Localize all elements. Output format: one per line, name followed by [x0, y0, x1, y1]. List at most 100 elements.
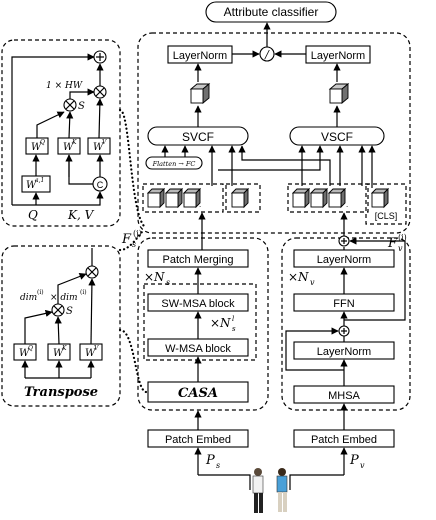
swin-inner-region: [143, 283, 257, 361]
ffn-label: FFN: [333, 298, 354, 310]
sw-msa-block: [147, 293, 249, 312]
cls-token: [371, 188, 389, 208]
patch-embed-v-block: [293, 429, 395, 448]
detail-bottom-dim-left-sup: (i): [37, 289, 44, 296]
patch-merging-block: [147, 249, 249, 268]
nsl-sup: l: [232, 315, 234, 323]
casa-label: CASA: [178, 386, 218, 401]
swin-token-group: [142, 183, 224, 213]
flatten-fc-label: Flatten → FC: [152, 160, 196, 168]
detail-top-concat-label: C: [97, 180, 104, 190]
detail-top-region: [1, 39, 121, 227]
vscf-output-cube: [329, 83, 349, 104]
ellipsis-vit: .: [346, 200, 348, 209]
detail-bottom-region: [1, 245, 121, 407]
mhsa-block: [293, 385, 395, 404]
w-msa-label: W-MSA block: [165, 343, 231, 355]
patch-embed-v-label: Patch Embed: [311, 434, 377, 446]
feature-v-sub: v: [398, 244, 403, 253]
detail-top-kv: K, V: [67, 208, 95, 222]
detail-bottom-wq-sup: Q: [28, 345, 33, 352]
swin-branch-region: [137, 237, 269, 411]
layernorm-top-label: LayerNorm: [317, 254, 371, 266]
ns-sub: s: [166, 278, 170, 287]
input-s-sub: s: [216, 461, 220, 470]
feature-s-main: F: [121, 232, 132, 247]
vit-token-group: [287, 183, 369, 213]
divide-symbol: /: [264, 48, 270, 61]
detail-bottom-scale: S: [66, 306, 73, 317]
detail-bottom-wq-label: W: [19, 348, 30, 359]
swin-extra-group: [225, 183, 261, 213]
attribute-classifier-box: [205, 1, 337, 23]
layernorm-right-label: LayerNorm: [311, 50, 365, 62]
vit-token-3: [328, 188, 346, 208]
input-v-main: P: [349, 453, 359, 468]
w-msa-block: [147, 338, 249, 357]
fusion-region: [137, 32, 411, 234]
detail-top-dim: 1 × HW: [46, 81, 83, 91]
vscf-label: VSCF: [321, 130, 353, 144]
vit-token-2: [310, 188, 328, 208]
detail-bottom-wv-label: W: [85, 348, 96, 359]
detail-top-wa1-label: W: [26, 180, 37, 191]
feature-v-sup: (i): [398, 233, 407, 242]
ellipsis-swin: .: [199, 200, 201, 209]
patch-embed-s-block: [147, 429, 249, 448]
mhsa-label: MHSA: [328, 390, 360, 402]
feature-s-sub: s: [132, 240, 136, 249]
detail-top-scale: S: [78, 101, 85, 112]
input-pedestrian-image: [252, 468, 288, 513]
detail-bottom-wk-sup: K: [61, 345, 67, 352]
detail-top-wq-label: W: [31, 142, 42, 153]
feature-v-main: F: [387, 236, 398, 251]
layernorm-left-label: LayerNorm: [173, 50, 227, 62]
patch-embed-s-label: Patch Embed: [165, 434, 231, 446]
layernorm-bottom-block: [293, 341, 395, 360]
input-s-main: P: [205, 453, 215, 468]
detail-top-wv-label: W: [93, 142, 104, 153]
cls-group: [365, 183, 407, 225]
swin-token-2: [165, 188, 183, 208]
layernorm-bottom-label: LayerNorm: [317, 346, 371, 358]
vit-token-1: [292, 188, 310, 208]
detail-bottom-dim-right: × dim: [50, 293, 78, 303]
input-split-right: [289, 474, 344, 490]
detail-top-q: Q: [28, 208, 38, 222]
detail-bottom-wv-sup: V: [94, 345, 99, 352]
svcf-label: SVCF: [182, 130, 214, 144]
ns-label: ×N: [144, 270, 165, 284]
detail-bottom-dim-left: dim: [20, 293, 37, 303]
cls-label: [CLS]: [375, 211, 398, 221]
detail-top-wk-label: W: [63, 142, 74, 153]
attribute-classifier-label: Attribute classifier: [224, 5, 319, 19]
vscf-block: [289, 126, 385, 146]
feature-s-sup: (j): [133, 229, 142, 238]
input-v-sub: v: [360, 461, 365, 470]
swin-token-1: [147, 188, 165, 208]
detail-bottom-dim-right-sup: (i): [80, 289, 87, 296]
detail-top-wk-sup: K: [71, 139, 77, 146]
nsl-label: ×N: [210, 316, 231, 330]
swin-token-extra: [231, 188, 249, 208]
svcf-block: [147, 126, 249, 146]
detail-top: S 1 × HW W Q W K W V W a,1 C Q K, V: [11, 50, 111, 222]
detail-bottom: S dim (i) × dim (i) W Q W K W V Transpos…: [13, 248, 103, 400]
zoom-connector-bottom: [118, 328, 148, 394]
detail-bottom-transpose: Transpose: [24, 385, 98, 400]
flatten-fc-block: [145, 156, 203, 170]
nsl-sub: s: [232, 325, 236, 333]
detail-top-wq-sup: Q: [40, 139, 45, 146]
zoom-connector-top: [118, 108, 146, 228]
detail-top-wv-sup: V: [102, 139, 107, 146]
input-split-left: [198, 474, 251, 490]
ffn-block: [293, 293, 395, 312]
detail-bottom-wk-label: W: [53, 348, 64, 359]
patch-merging-label: Patch Merging: [163, 254, 234, 266]
casa-block: [147, 381, 249, 403]
swin-token-3: [183, 188, 201, 208]
detail-top-wa1-sup: a,1: [35, 177, 44, 184]
svcf-output-cube: [190, 83, 210, 104]
nv-label: ×N: [288, 270, 309, 284]
